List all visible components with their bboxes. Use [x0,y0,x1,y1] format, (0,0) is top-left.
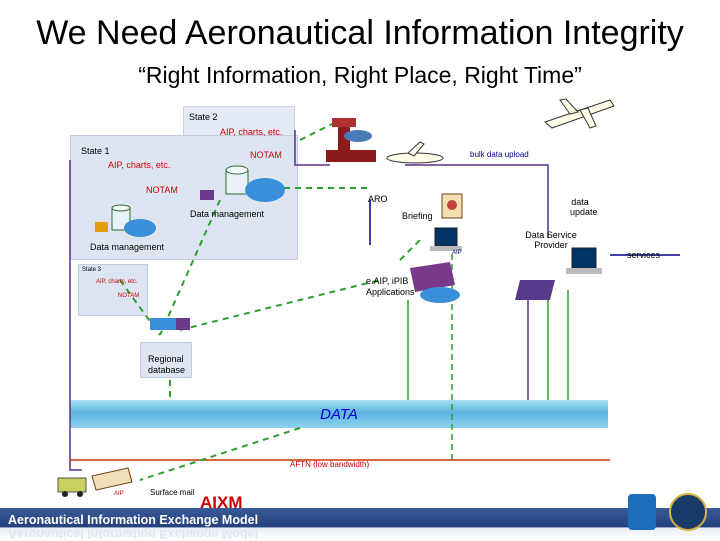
state2-to-tower-line [294,130,330,166]
aro-label: ARO [368,194,388,204]
state3-box [78,264,148,316]
database-icon-1 [200,165,285,202]
flow-band-to-mail [139,427,301,481]
aixm-logo: AIXM [200,493,243,512]
services-label: services [627,250,661,260]
state1-aip-label: AIP, charts, etc. [108,160,171,170]
database-icon-2 [95,204,156,237]
state1-notam-top: NOTAM [250,150,282,160]
aip-book-label: AIP [114,491,124,497]
ground-airplane-icon [386,141,444,164]
data-band-label: DATA [320,406,358,423]
regional-db-box [140,342,192,378]
footer-band [0,508,720,540]
state3-label: State 3 [82,267,102,273]
computer-icon-aro [430,227,462,251]
footer-reflection: Aeronautical Information Exchange Model [8,527,259,541]
state1-notam-label: NOTAM [146,185,178,195]
footer-title: Aeronautical Information Exchange Model [8,513,259,527]
bulk-upload-line [405,164,549,238]
state1-label: State 1 [81,146,110,156]
computer-icon-eaip [410,262,460,303]
data-management-2: Data management [90,242,165,252]
icao-logo [628,494,656,530]
flow-regional-to-eaip [179,279,381,331]
aip-screen-label: AIP [452,250,462,256]
airplane-icon [544,98,615,129]
delivery-truck-icon [57,477,87,497]
bulk-upload-label: bulk data upload [470,150,529,159]
page-subtitle: “Right Information, Right Place, Right T… [138,62,582,88]
data-management-1: Data management [190,209,265,219]
data-band: DATA [70,400,608,428]
aip-book-icon [91,467,133,491]
state3-aip-label: AIP, charts, etc. [96,279,138,285]
control-tower-icon [326,118,376,162]
state2-label: State 2 [189,112,218,122]
page-title: We Need Aeronautical Information Integri… [36,14,684,52]
computer-icon-regional [150,318,190,330]
briefing-label: Briefing [402,211,433,221]
state1-outline-line [69,160,82,471]
aftn-label: AFTN (low bandwidth) [290,460,370,469]
surface-mail-label: Surface mail [150,488,195,497]
state3-notam-label: NOTAM [118,293,140,299]
briefing-icon [441,193,463,219]
flow-eaip-to-aro [399,239,421,261]
eurocontrol-seal [669,493,707,531]
state2-aip-label: AIP, charts, etc. [220,127,283,137]
computer-icon-dsp [515,247,602,300]
flow-state1-to-regional [159,199,221,336]
